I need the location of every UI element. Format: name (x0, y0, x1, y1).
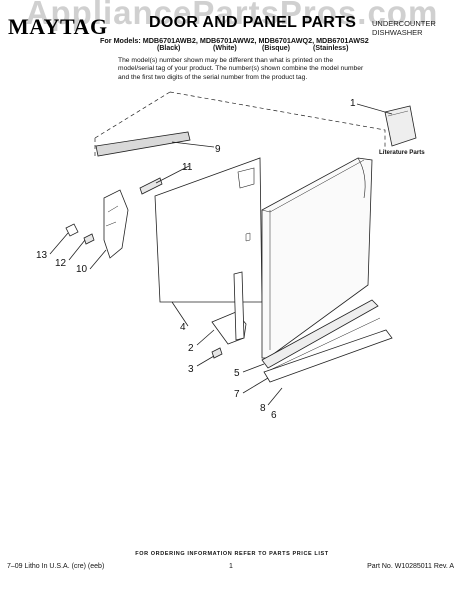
callout-3: 3 (188, 364, 194, 375)
callout-6: 6 (271, 410, 277, 421)
outer-door (261, 157, 373, 359)
callout-9: 9 (215, 144, 221, 155)
door-panel (154, 157, 263, 303)
callout-7: 7 (234, 389, 240, 400)
callout-1: 1 (350, 98, 356, 109)
literature-parts-label: Literature Parts (379, 149, 425, 156)
callout-2: 2 (188, 343, 194, 354)
category-line-1: UNDERCOUNTER (372, 19, 436, 28)
finish-white: (White) (213, 45, 237, 52)
model-note: The model(s) number shown may be differe… (118, 57, 364, 81)
literature-booklet (384, 105, 417, 147)
vent-strip (95, 131, 191, 157)
callout-8: 8 (260, 403, 266, 414)
category-line-2: DISHWASHER (372, 28, 423, 37)
models-line: For Models: MDB6701AWB2, MDB6701AWW2, MD… (100, 36, 369, 45)
callout-10: 10 (76, 264, 88, 275)
base-trim (263, 329, 393, 383)
finish-bisque: (Bisque) (262, 45, 290, 52)
brand-logo: MAYTAG (8, 14, 108, 39)
screw-12 (83, 233, 95, 245)
hinge-bracket-left (103, 189, 129, 259)
callout-4: 4 (180, 322, 186, 333)
spring (139, 177, 163, 195)
page-number: 1 (229, 563, 233, 570)
toe-panel (261, 299, 379, 369)
product-category: UNDERCOUNTER DISHWASHER (372, 19, 436, 37)
callout-5: 5 (234, 368, 240, 379)
dashed-cabinet-outline (94, 91, 386, 158)
callout-11: 11 (182, 162, 193, 173)
page-title: DOOR AND PANEL PARTS (149, 14, 357, 31)
ordering-info: FOR ORDERING INFORMATION REFER TO PARTS … (135, 551, 329, 557)
finish-stainless: (Stainless) (313, 45, 349, 52)
clip-13 (65, 223, 79, 237)
hinge-arm (233, 271, 245, 341)
toe-trim (269, 317, 381, 371)
part-number: Part No. W10285011 Rev. A (367, 563, 454, 570)
litho-info: 7–09 Litho In U.S.A. (cre) (eeb) (7, 563, 105, 570)
callout-13: 13 (36, 250, 48, 261)
finish-black: (Black) (157, 45, 181, 52)
callout-12: 12 (55, 258, 67, 269)
